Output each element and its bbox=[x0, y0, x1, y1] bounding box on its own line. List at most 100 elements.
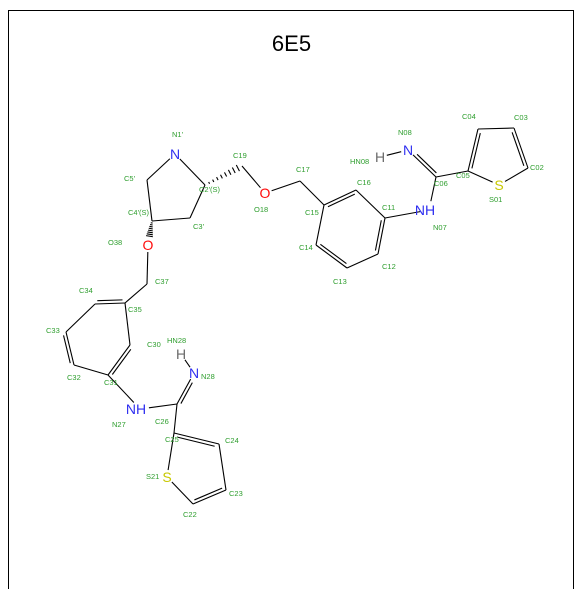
bond-hash-C4'-O38 bbox=[147, 229, 153, 232]
bond-C22-S21 bbox=[171, 481, 194, 505]
atom-symbol-N08: N bbox=[403, 142, 413, 158]
atom-label-C32: C32 bbox=[67, 373, 81, 382]
bond-C32-C31 bbox=[73, 364, 109, 376]
bond-C34-C33 bbox=[65, 303, 96, 333]
bond-C02-S01 bbox=[504, 167, 529, 182]
atom-label-C05: C05 bbox=[456, 171, 470, 180]
bond-hash-C2'-C19 bbox=[212, 179, 215, 183]
atom-label-N27: N27 bbox=[112, 420, 126, 429]
bond-O18-C17 bbox=[271, 180, 301, 192]
bond-double-C13-C14 bbox=[320, 243, 347, 265]
atom-label-H08: HN08 bbox=[350, 157, 369, 166]
bond-C33-C32 bbox=[65, 331, 75, 366]
atom-label-C2': C2'(S) bbox=[199, 185, 221, 194]
atom-symbol-S01: S bbox=[494, 177, 503, 193]
bond-N08-H08 bbox=[386, 151, 402, 156]
atom-symbol-N1': N bbox=[170, 146, 180, 162]
bond-hash-C4'-O38 bbox=[147, 231, 153, 234]
bond-hash-C2'-C19 bbox=[227, 169, 232, 176]
atom-label-C06: C06 bbox=[434, 179, 448, 188]
bond-C17-C15 bbox=[299, 180, 325, 206]
atom-label-C11: C11 bbox=[382, 203, 395, 212]
bond-hash-C4'-O38 bbox=[146, 233, 153, 236]
atom-symbol-O18: O bbox=[260, 185, 271, 201]
atom-symbol-O38: O bbox=[143, 237, 154, 253]
bond-C11-C12 bbox=[377, 217, 386, 255]
bond-double-C05-C04 bbox=[471, 132, 481, 169]
atom-label-C35: C35 bbox=[128, 305, 142, 314]
atom-label-S01: S01 bbox=[489, 195, 502, 204]
figure-title: 6E5 bbox=[271, 31, 312, 56]
bond-O38-C37 bbox=[146, 251, 149, 285]
bond-hash-C4'-O38 bbox=[145, 235, 153, 238]
atom-label-C24: C24 bbox=[225, 436, 239, 445]
atom-label-C37: C37 bbox=[155, 277, 169, 286]
atom-symbol-N07: NH bbox=[415, 202, 435, 218]
atom-label-C34: C34 bbox=[79, 286, 93, 295]
bond-C04-C03 bbox=[477, 127, 515, 130]
bond-hash-C4'-O38 bbox=[149, 225, 153, 228]
bond-C5'-N1' bbox=[146, 158, 171, 181]
atom-label-C4': C4'(S) bbox=[128, 208, 150, 217]
label-layer: NN1'C2'(S)C3'C4'(S)C5'OO38C37C35C34C33C3… bbox=[46, 112, 544, 519]
bond-hash-C2'-C19 bbox=[231, 167, 236, 174]
bond-double-C26-N28 bbox=[180, 382, 193, 404]
bond-double-C31-C30 bbox=[111, 348, 132, 375]
bond-C31-C30 bbox=[107, 344, 131, 376]
atom-symbol-S21: S bbox=[162, 469, 171, 485]
atom-label-N1': N1' bbox=[172, 130, 184, 139]
bond-C11-N07 bbox=[384, 211, 421, 219]
atom-label-C30: C30 bbox=[147, 340, 161, 349]
bond-C35-C34 bbox=[94, 302, 126, 305]
bond-layer bbox=[62, 127, 529, 505]
bond-double-C23-C22 bbox=[194, 487, 223, 501]
bond-C31-N27 bbox=[107, 374, 135, 403]
atom-label-N28: N28 bbox=[201, 372, 215, 381]
bond-hash-C2'-C19 bbox=[208, 181, 211, 184]
atom-label-C12: C12 bbox=[382, 262, 396, 271]
bond-double-C06-N08 bbox=[416, 153, 437, 174]
bond-C4'-C5' bbox=[146, 179, 153, 222]
atom-label-N07: N07 bbox=[433, 223, 447, 232]
bond-C06-C05 bbox=[435, 170, 469, 178]
atom-label-C19: C19 bbox=[233, 151, 247, 160]
bond-hash-C2'-C19 bbox=[223, 172, 228, 177]
bond-N07-C06 bbox=[430, 176, 437, 202]
bond-hash-C4'-O38 bbox=[148, 227, 153, 230]
bond-C23-C22 bbox=[192, 489, 227, 505]
atom-label-C03: C03 bbox=[514, 113, 528, 122]
atom-symbol-H08: H bbox=[375, 149, 385, 165]
atom-label-C3': C3' bbox=[193, 222, 205, 231]
bond-hash-C2'-C19 bbox=[235, 164, 240, 172]
bond-C05-C04 bbox=[467, 128, 479, 172]
atom-label-S21: S21 bbox=[146, 472, 159, 481]
atom-label-C26: C26 bbox=[155, 417, 169, 426]
bond-C2'-C3' bbox=[189, 184, 206, 219]
atom-symbol-N28: N bbox=[189, 365, 199, 381]
atom-label-C5': C5' bbox=[124, 174, 136, 183]
bond-S21-C25 bbox=[167, 432, 175, 471]
atom-label-C25: C25 bbox=[165, 435, 179, 444]
bond-N1'-C2' bbox=[179, 158, 206, 186]
atom-label-C31: C31 bbox=[104, 378, 118, 387]
bond-N28-H28 bbox=[184, 359, 191, 368]
bond-C26-C25 bbox=[173, 403, 178, 434]
bond-double-C25-C24 bbox=[176, 436, 215, 447]
atom-label-C22: C22 bbox=[183, 510, 197, 519]
bond-double-C15-C16 bbox=[327, 193, 356, 208]
bond-C14-C15 bbox=[315, 204, 325, 246]
atom-symbol-N27: NH bbox=[126, 401, 146, 417]
bond-hash-C2'-C19 bbox=[220, 174, 223, 179]
bond-C37-C35 bbox=[124, 283, 148, 304]
figure-frame bbox=[8, 10, 574, 589]
bond-C03-C02 bbox=[513, 127, 529, 169]
bond-hash-C2'-C19 bbox=[216, 176, 219, 181]
bond-C13-C14 bbox=[315, 244, 348, 269]
atom-label-H28: HN28 bbox=[167, 336, 186, 345]
bond-C25-C24 bbox=[173, 432, 220, 445]
bond-C24-C23 bbox=[218, 443, 227, 491]
atom-label-C13: C13 bbox=[333, 277, 347, 286]
atom-label-C14: C14 bbox=[299, 243, 313, 252]
atom-label-N08: N08 bbox=[398, 128, 412, 137]
